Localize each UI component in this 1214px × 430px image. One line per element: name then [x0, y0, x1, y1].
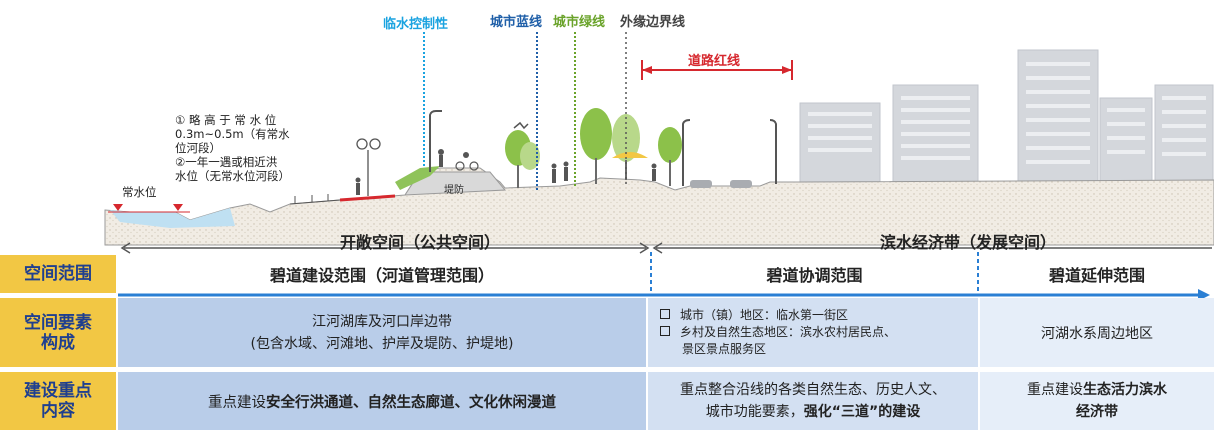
water-level-marker-2 — [173, 204, 183, 211]
green-line-label: 城市绿线 — [553, 15, 606, 30]
note-line-4: ②一年一遇或相近洪 — [175, 155, 278, 169]
checkbox-icon — [660, 309, 670, 319]
elements-coordination-item1: 城市（镇）地区：临水第一街区 — [660, 307, 848, 324]
focus-extension-prefix: 重点建设 — [1027, 382, 1083, 398]
elements-construction-line2: (包含水域、河滩地、护岸及堤防、护堤地) — [250, 335, 514, 352]
scope-construction: 碧道建设范围（河道管理范围） — [118, 255, 646, 293]
note-line-1: ① 略 高 于 常 水 位 — [175, 113, 277, 127]
building-windows — [808, 62, 1206, 164]
row-header-scope: 空间范围 — [0, 255, 116, 293]
focus-extension-line1: 重点建设生态活力滨水 — [1027, 379, 1167, 401]
elements-coordination-item1-text: 城市（镇）地区：临水第一街区 — [680, 308, 849, 322]
road-red-line-label: 道路红线 — [688, 54, 741, 69]
cross-section-illustration — [104, 32, 1214, 254]
flood-control-label: 临水控制性 — [383, 17, 449, 32]
note-line-2: 0.3m~0.5m（有常水 — [175, 127, 290, 141]
levee-label: 堤防 — [444, 185, 464, 196]
focus-coordination-line2-normal: 城市功能要素， — [705, 404, 804, 420]
focus-extension: 重点建设生态活力滨水 经济带 — [980, 372, 1214, 430]
focus-construction-prefix: 重点建设 — [208, 394, 266, 411]
focus-coordination-line2-bold: 强化“三道”的建设 — [803, 404, 921, 420]
row-header-scope-text: 空间范围 — [24, 264, 92, 284]
row-header-elements: 空间要素 构成 — [0, 298, 116, 367]
focus-construction: 重点建设安全行洪通道、自然生态廊道、文化休闲漫道 — [118, 372, 646, 430]
focus-construction-bold: 安全行洪通道、自然生态廊道、文化休闲漫道 — [266, 394, 556, 411]
elements-construction-line1: 江河湖库及河口岸边带 — [312, 313, 452, 330]
focus-coordination-line2: 城市功能要素，强化“三道”的建设 — [706, 401, 920, 423]
span-arrows — [120, 242, 1212, 254]
note-line-3: 位河段） — [175, 141, 221, 155]
development-space-label: 滨水经济带（发展空间） — [880, 233, 1057, 252]
row-header-focus-line1: 建设重点 — [24, 381, 92, 401]
focus-coordination-line1: 重点整合沿线的各类自然生态、历史人文、 — [680, 382, 946, 398]
elements-coordination-item2-cont: 景区景点服务区 — [682, 342, 767, 356]
scope-extension: 碧道延伸范围 — [980, 255, 1214, 293]
row-header-elements-line1: 空间要素 — [24, 312, 92, 333]
scope-extension-text: 碧道延伸范围 — [1048, 266, 1145, 285]
elements-coordination: 城市（镇）地区：临水第一街区 乡村及自然生态地区：滨水农村居民点、 景区景点服务… — [648, 298, 978, 367]
focus-extension-line2: 经济带 — [1076, 404, 1118, 420]
scope-coordination: 碧道协调范围 — [652, 255, 977, 293]
note-line-5: 水位（无常水位河段） — [175, 169, 290, 183]
water-level-note: ① 略 高 于 常 水 位 0.3m~0.5m（有常水 位河段） ②一年一遇或相… — [175, 113, 290, 183]
scope-coordination-text: 碧道协调范围 — [766, 266, 863, 285]
water-level-marker-1 — [113, 204, 123, 211]
water-area — [110, 208, 235, 228]
city-buildings — [799, 49, 1214, 184]
ground-section — [104, 167, 1214, 246]
row-header-elements-line2: 构成 — [41, 332, 75, 353]
elements-construction: 江河湖库及河口岸边带 (包含水域、河滩地、护岸及堤防、护堤地) — [118, 298, 646, 367]
normal-water-level-label: 常水位 — [122, 185, 157, 199]
public-space-label: 开敞空间（公共空间） — [340, 233, 501, 252]
row-header-focus: 建设重点 内容 — [0, 372, 116, 430]
elements-extension: 河湖水系周边地区 — [980, 298, 1214, 367]
elements-coordination-item2: 乡村及自然生态地区：滨水农村居民点、 — [660, 324, 896, 341]
outer-boundary-label: 外缘边界线 — [620, 15, 686, 30]
elements-extension-text: 河湖水系周边地区 — [1041, 325, 1153, 342]
focus-coordination: 重点整合沿线的各类自然生态、历史人文、 城市功能要素，强化“三道”的建设 — [648, 372, 978, 430]
checkbox-icon — [660, 326, 670, 336]
blue-line-label: 城市蓝线 — [490, 15, 543, 30]
scope-construction-text: 碧道建设范围（河道管理范围） — [269, 266, 494, 285]
focus-extension-bold1: 生态活力滨水 — [1083, 382, 1167, 398]
trees — [505, 108, 682, 170]
elements-coordination-item2-text: 乡村及自然生态地区：滨水农村居民点、 — [680, 325, 897, 339]
row-header-focus-line2: 内容 — [41, 401, 75, 421]
